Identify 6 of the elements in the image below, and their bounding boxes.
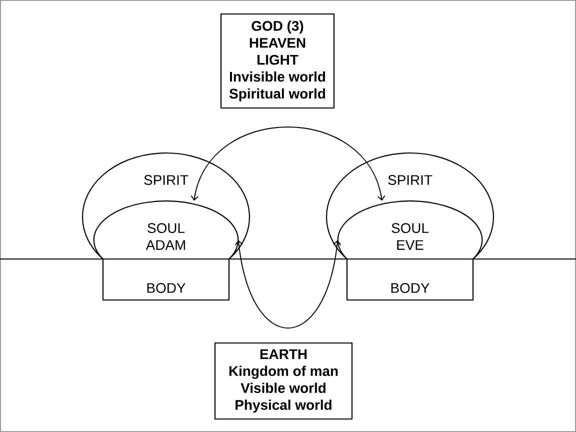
- base-rectangle: BODY: [102, 258, 230, 301]
- text-box: GOD (3) HEAVEN LIGHT Invisible world Spiritual world: [220, 13, 335, 109]
- curved-arrow: [190, 126, 386, 201]
- text-box: EARTH Kingdom of man Visible world Physical world: [214, 342, 353, 420]
- base-rectangle: BODY: [346, 258, 474, 301]
- curved-arrow: [234, 240, 342, 329]
